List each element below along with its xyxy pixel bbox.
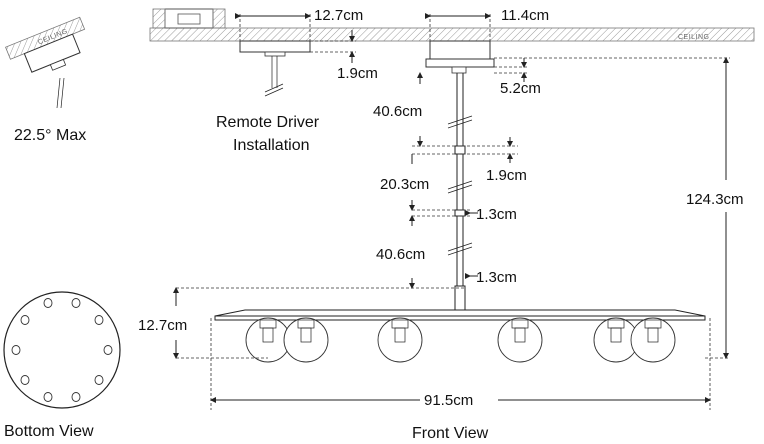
stem: [447, 73, 473, 311]
remote-driver-illustration: [239, 40, 311, 97]
tilt-stem: [56, 77, 65, 109]
remote-driver-line2: Installation: [233, 137, 310, 154]
dim-overall-height: 124.3cm: [494, 57, 744, 359]
dim-coupler-3: 1.3cm: [176, 269, 517, 289]
top-canopy-width-label: 11.4cm: [501, 7, 549, 24]
bottom-view-caption: Bottom View: [4, 423, 94, 440]
stem-short-label: 20.3cm: [380, 176, 429, 193]
bottom-view: [3, 291, 121, 409]
top-canopy-height-label: 5.2cm: [500, 80, 541, 97]
dim-coupler-2: 1.3cm: [412, 206, 517, 223]
dim-stem-short: 20.3cm: [380, 176, 429, 211]
ceiling: CEILING: [149, 8, 755, 42]
overall-height-label: 124.3cm: [686, 191, 744, 208]
fixture-height-label: 12.7cm: [138, 317, 187, 334]
dim-coupler-1: 1.9cm: [411, 137, 527, 184]
canopy-height-label: 1.9cm: [337, 65, 378, 82]
dim-top-canopy-width: 11.4cm: [425, 7, 549, 41]
dim-top-canopy-height: 5.2cm: [494, 58, 541, 97]
stem-long-1-label: 40.6cm: [373, 103, 422, 120]
dim-fixture-width: 91.5cm: [210, 318, 711, 410]
dim-fixture-height: 12.7cm: [138, 287, 268, 359]
coupler-3-label: 1.3cm: [476, 269, 517, 286]
canopy: [425, 40, 495, 74]
canopy-width-label: 12.7cm: [314, 7, 363, 24]
fixture-body: [214, 309, 706, 321]
ceiling-tag: CEILING: [678, 34, 710, 41]
coupler-1-label: 1.9cm: [486, 167, 527, 184]
dim-canopy-width: 12.7cm: [235, 7, 363, 41]
front-view-caption: Front View: [412, 425, 489, 442]
dim-stem-long-2: 40.6cm: [376, 215, 425, 289]
dim-canopy-height: 1.9cm: [310, 30, 378, 82]
tilt-illustration: CEILING: [5, 16, 86, 73]
coupler-2-label: 1.3cm: [476, 206, 517, 223]
dim-stem-long-1: 40.6cm: [373, 72, 423, 147]
remote-driver-line1: Remote Driver: [216, 114, 320, 131]
fixture-width-label: 91.5cm: [424, 392, 473, 409]
stem-long-2-label: 40.6cm: [376, 246, 425, 263]
globe-lamps: [245, 317, 676, 363]
tilt-max-label: 22.5° Max: [14, 127, 86, 144]
